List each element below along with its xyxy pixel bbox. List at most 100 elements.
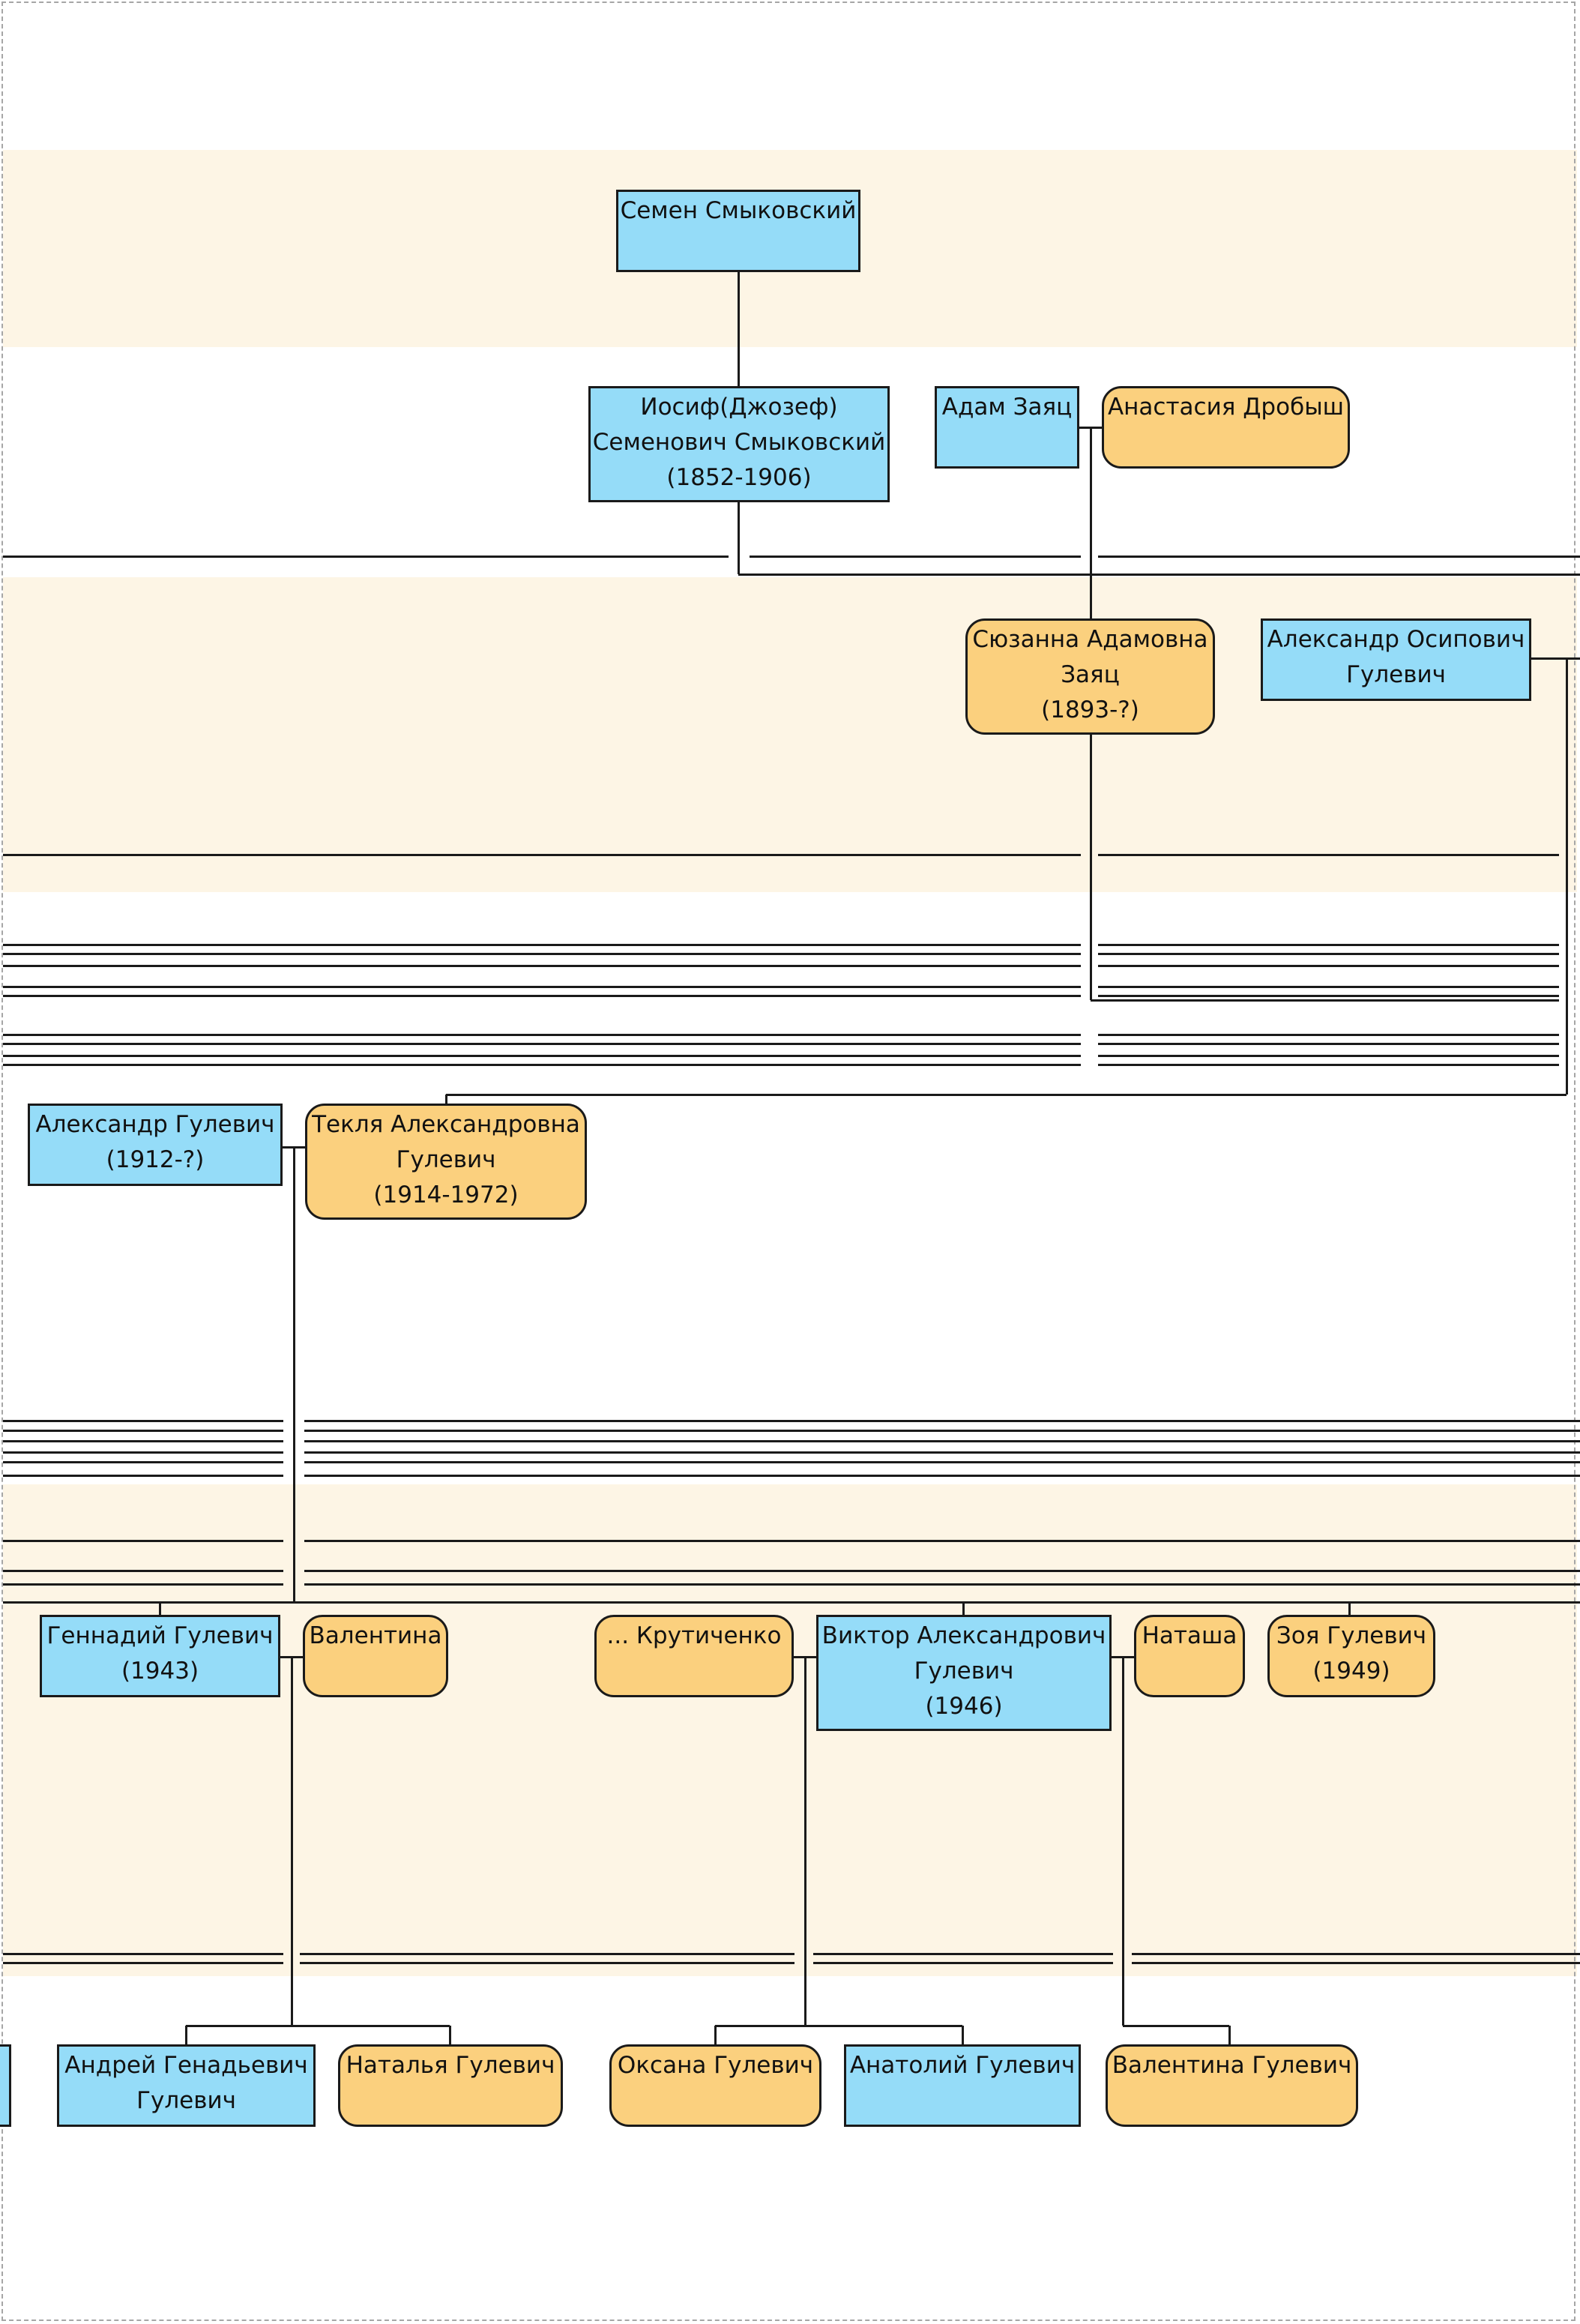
connector-line [738,272,740,386]
person-zoya-gulevich[interactable]: Зоя Гулевич (1949) [1267,1615,1435,1697]
person-anatoly-gulevich[interactable]: Анатолий Гулевич [844,2044,1081,2127]
connector-line [1132,1953,1580,1955]
connector-line [3,854,1081,856]
person-dates: (1943) [121,1658,199,1685]
connector-line [3,1451,283,1454]
connector-line [1098,854,1559,856]
connector-line [738,502,740,574]
connector-line [1098,556,1580,558]
person-name-line: Наталья Гулевич [346,2052,555,2079]
person-valentina-gulevich[interactable]: Валентина Гулевич [1106,2044,1358,2127]
connector-line [3,1043,1081,1045]
connector-line [1091,999,1559,1002]
connector-line [1098,953,1559,955]
connector-line [3,1475,283,1477]
connector-line [714,2026,717,2044]
person-offscreen-partial[interactable] [0,2044,11,2127]
person-name-line: Александр Осипович [1267,626,1525,653]
person-name-line: Валентина [309,1622,442,1649]
person-dates: (1946) [925,1693,1003,1720]
person-name-line: Заяц [1061,661,1120,688]
connector-line [750,556,1081,558]
connector-line [3,1570,283,1572]
person-adam-zayats[interactable]: Адам Заяц [935,386,1079,469]
connector-line [3,1034,1081,1036]
person-name-line: Гулевич [136,2087,236,2114]
connector-line [304,1440,1580,1442]
connector-line [304,1540,1580,1542]
connector-line [3,965,1081,967]
person-name-line: Александр Гулевич [35,1111,275,1138]
person-anastasia-drobysh[interactable]: Анастасия Дробыш [1102,386,1350,469]
person-dates: (1852-1906) [666,464,812,491]
connector-line [159,1602,161,1615]
person-dates: (1949) [1312,1658,1390,1685]
person-natasha[interactable]: Наташа [1134,1615,1245,1697]
person-andrey-gulevich[interactable]: Андрей Генадьевич Гулевич [57,2044,316,2127]
connector-line [304,1420,1580,1422]
person-name-line: Гулевич [396,1146,496,1173]
connector-line [3,556,729,558]
person-dates: (1893-?) [1041,696,1139,723]
person-aleksandr-gulevich[interactable]: Александр Гулевич (1912-?) [28,1104,283,1186]
person-name-line: Анастасия Дробыш [1107,394,1345,421]
person-semen-smykovsky[interactable]: Семен Смыковский [616,190,860,272]
connector-line [1098,1034,1559,1036]
connector-line [1098,965,1559,967]
person-name-line: Семенович Смыковский [592,429,886,456]
person-name-line: Гулевич [1346,661,1446,688]
connector-line [3,1962,283,1964]
connector-line [1098,1064,1559,1066]
person-name-line: Валентина Гулевич [1112,2052,1352,2079]
person-gennady-gulevich[interactable]: Геннадий Гулевич (1943) [40,1615,280,1697]
connector-line [1132,1962,1580,1964]
person-natalya-gulevich[interactable]: Наталья Гулевич [338,2044,563,2127]
connector-line [1228,2026,1231,2044]
connector-line [715,2025,962,2027]
person-viktor-gulevich[interactable]: Виктор Александрович Гулевич (1946) [816,1615,1112,1731]
person-iosif-smykovsky[interactable]: Иосиф(Джозеф) Семенович Смыковский (1852… [588,386,890,502]
connector-line [1098,944,1559,946]
person-name-line: ... Крутиченко [606,1622,782,1649]
person-valentina[interactable]: Валентина [303,1615,448,1697]
person-dates: (1912-?) [106,1146,205,1173]
connector-line [445,1095,447,1104]
connector-line [1098,995,1559,997]
connector-line [3,1540,283,1542]
connector-line [1098,986,1559,988]
connector-line [3,995,1081,997]
person-name-line: Зоя Гулевич [1276,1622,1427,1649]
connector-line [3,1055,1081,1057]
person-name-line: Адам Заяц [941,394,1073,421]
connector-line [3,953,1081,955]
connector-line [3,1953,283,1955]
connector-line [291,1657,293,2026]
person-krutichenko[interactable]: ... Крутиченко [594,1615,794,1697]
connector-line [1090,735,1092,1000]
connector-line [738,574,1580,576]
connector-line [804,1657,806,2026]
person-oksana-gulevich[interactable]: Оксана Гулевич [609,2044,821,2127]
person-suzanna-zayats[interactable]: Сюзанна Адамовна Заяц (1893-?) [965,618,1215,735]
connector-line [304,1583,1580,1586]
connector-line [304,1475,1580,1477]
person-name-line: Гулевич [914,1658,1014,1685]
connector-line [449,2026,451,2044]
connector-line [304,1430,1580,1432]
connector-line [185,2026,187,2044]
person-aleksandr-osipovich-gulevich[interactable]: Александр Осипович Гулевич [1261,618,1531,701]
connector-line [3,1601,1580,1604]
connector-line [304,1451,1580,1454]
connector-line [813,1953,1113,1955]
connector-line [304,1461,1580,1463]
person-tekla-gulevich[interactable]: Текля Александровна Гулевич (1914-1972) [305,1104,587,1220]
connector-line [300,1953,794,1955]
person-name-line: Иосиф(Джозеф) [640,394,838,421]
connector-line [962,1602,965,1615]
connector-line [1348,1602,1351,1615]
connector-line [1123,2025,1229,2027]
connector-line [1122,1657,1124,2026]
connector-line [304,1570,1580,1572]
connector-line [3,944,1081,946]
